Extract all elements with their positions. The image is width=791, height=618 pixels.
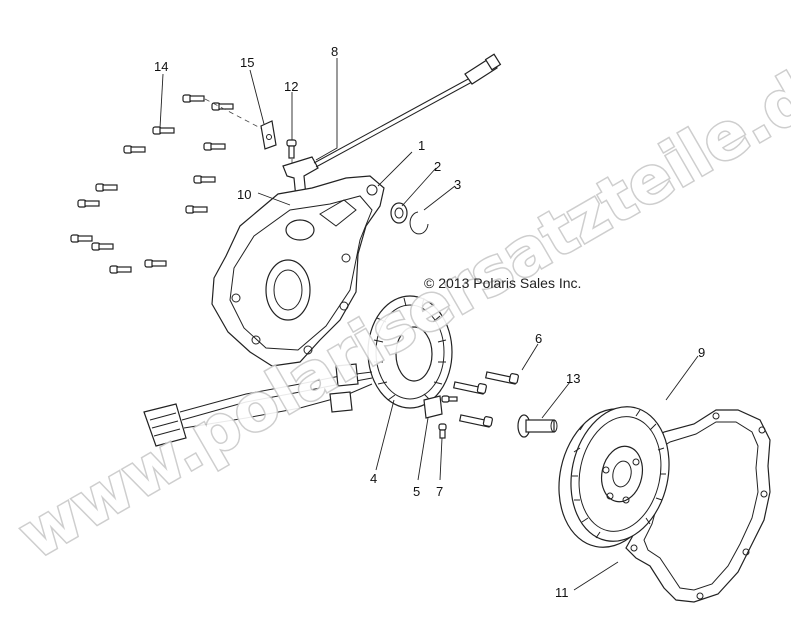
screw	[441, 395, 458, 403]
bolt	[95, 183, 118, 192]
callout-13: 13	[566, 371, 580, 386]
leader-lines	[159, 58, 699, 591]
callout-2: 2	[434, 159, 441, 174]
callout-10: 10	[237, 187, 251, 202]
callout-labels: 1 2 3 4 5 6 7 8 9 10 11 12 13 14 15	[154, 44, 705, 600]
stator-cover	[211, 175, 385, 367]
speed-sensor	[282, 53, 502, 199]
bolt	[152, 126, 175, 135]
bolt	[109, 265, 132, 274]
callout-11: 11	[555, 585, 569, 600]
bolt	[70, 234, 93, 243]
bolt-group	[70, 94, 234, 274]
stator-screw	[484, 371, 519, 385]
bolt	[77, 199, 100, 208]
callout-9: 9	[698, 345, 705, 360]
callout-14: 14	[154, 59, 168, 74]
screw-7	[438, 423, 447, 439]
bearing	[390, 202, 408, 224]
callout-15: 15	[240, 55, 254, 70]
stator-harness	[143, 363, 373, 447]
harness-boot	[335, 363, 359, 387]
callout-6: 6	[535, 331, 542, 346]
harness-boot	[329, 391, 353, 413]
stator	[367, 295, 453, 409]
callout-5: 5	[413, 484, 420, 499]
callout-3: 3	[454, 177, 461, 192]
stator-screw	[458, 414, 493, 428]
alignment-line	[204, 98, 269, 133]
stator-screw	[452, 381, 487, 395]
bolt	[123, 145, 146, 154]
bolt	[185, 205, 208, 214]
bolt	[211, 102, 234, 111]
bolt	[203, 142, 226, 151]
bolt	[182, 94, 205, 103]
flywheel	[558, 406, 670, 548]
bolt	[193, 175, 216, 184]
screw-12	[286, 139, 297, 159]
callout-7: 7	[436, 484, 443, 499]
bolt	[144, 259, 167, 268]
callout-4: 4	[370, 471, 377, 486]
flywheel-bolt	[517, 414, 558, 438]
snap-ring	[409, 211, 429, 235]
bolt	[91, 242, 114, 251]
callout-8: 8	[331, 44, 338, 59]
callout-1: 1	[418, 138, 425, 153]
pickup-bracket	[423, 395, 443, 419]
copyright-text: © 2013 Polaris Sales Inc.	[424, 275, 581, 291]
callout-12: 12	[284, 79, 298, 94]
clamp-hole	[266, 134, 272, 140]
